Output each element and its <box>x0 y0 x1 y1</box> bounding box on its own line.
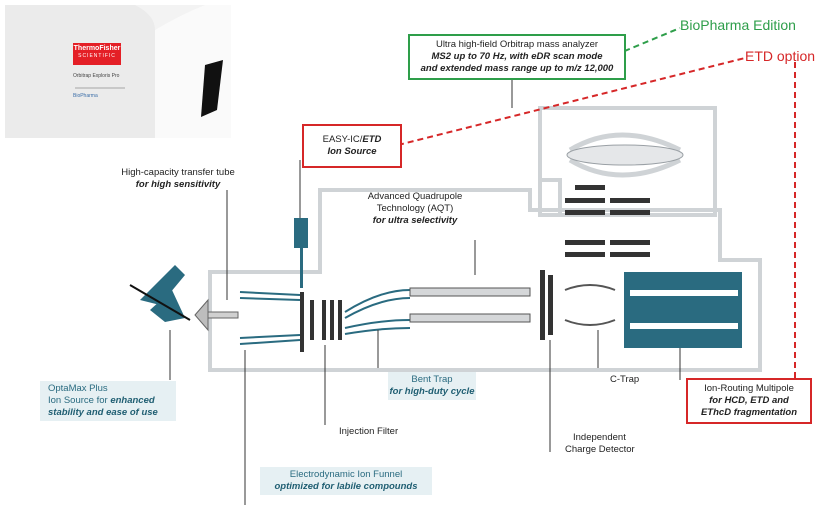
ion-routing-title: Ion-Routing Multipole <box>704 383 794 394</box>
ion-source-callout: EASY-IC/ETD Ion Source <box>302 124 402 168</box>
etd-option-label: ETD option <box>745 48 816 64</box>
ion-funnel-plates <box>300 292 314 352</box>
brand-line2: SCIENTIFIC <box>78 53 116 59</box>
instrument-housing <box>208 106 762 372</box>
optamax-line2: Ion Source for enhanced <box>48 395 176 407</box>
product-line2: BioPharma <box>73 93 98 99</box>
ion-funnel-line2: optimized for labile compounds <box>274 481 418 492</box>
transfer-tube-label: High-capacity transfer tube for high sen… <box>103 167 253 191</box>
instrument-photo: ThermoFisher SCIENTIFIC Orbitrap Explori… <box>5 5 231 138</box>
transfer-tube-line1: High-capacity transfer tube <box>121 167 235 178</box>
bent-trap-line1: Bent Trap <box>411 374 453 385</box>
optamax-line2a: Ion Source for <box>48 395 111 406</box>
easy-ic-source <box>294 218 308 288</box>
ion-funnel-line1: Electrodynamic Ion Funnel <box>289 469 403 480</box>
charge-detector-line2: Charge Detector <box>565 444 635 455</box>
c-trap <box>564 284 616 326</box>
transfer-tube <box>194 298 239 332</box>
orbitrap-callout: Ultra high-field Orbitrap mass analyzer … <box>408 34 626 80</box>
bent-trap-line2: for high-duty cycle <box>389 386 475 397</box>
biopharma-edition-label: BioPharma Edition <box>680 17 796 33</box>
optamax-source <box>129 265 191 322</box>
orbitrap-line2: MS2 up to 70 Hz, with eDR scan mode <box>431 51 603 62</box>
ion-funnel-callout: Electrodynamic Ion Funnel optimized for … <box>260 467 432 495</box>
injection-filter <box>322 300 342 340</box>
charge-detector-line1: Independent <box>573 432 626 443</box>
c-trap-label: C-Trap <box>610 374 640 385</box>
bent-trap-callout: Bent Trap for high-duty cycle <box>388 372 476 400</box>
ion-routing-line3: EThcD fragmentation <box>700 407 798 418</box>
ion-source-prefix: EASY-IC/ <box>322 134 363 145</box>
aqt-line2: Technology (AQT) <box>376 203 454 214</box>
charge-detector-label: Independent Charge Detector <box>565 432 635 456</box>
aqt-label: Advanced Quadrupole Technology (AQT) for… <box>360 191 470 227</box>
ion-routing-multipole <box>624 272 742 348</box>
ion-funnel <box>239 291 301 345</box>
ion-routing-line2: for HCD, ETD and <box>709 395 789 406</box>
brand-line1: ThermoFisher <box>73 45 121 52</box>
ion-source-line1: EASY-IC/ETD <box>304 134 400 146</box>
orbitrap-line3: and extended mass range up to m/z 12,000 <box>420 63 614 74</box>
injection-filter-label: Injection Filter <box>339 426 399 437</box>
bent-trap <box>344 289 411 335</box>
orbitrap-title: Ultra high-field Orbitrap mass analyzer <box>435 39 599 50</box>
ion-source-etd: ETD <box>362 134 382 145</box>
optamax-line3: stability and ease of use <box>48 407 158 418</box>
optamax-line2b: enhanced <box>110 395 155 406</box>
quadrupole <box>409 287 531 323</box>
optamax-callout: OptaMax Plus Ion Source for enhanced sta… <box>40 381 176 421</box>
leader-lines <box>169 80 681 505</box>
product-line1: Orbitrap Exploris Pro <box>73 73 120 79</box>
transfer-tube-line2: for high sensitivity <box>135 179 221 190</box>
brand-logo: ThermoFisher SCIENTIFIC <box>73 44 121 60</box>
ion-routing-callout: Ion-Routing Multipole for HCD, ETD and E… <box>686 378 812 424</box>
ion-source-line2: Ion Source <box>327 146 377 157</box>
aqt-line3: for ultra selectivity <box>372 215 458 226</box>
orbitrap-analyzer <box>565 132 684 257</box>
charge-detector <box>540 270 553 340</box>
optamax-line1: OptaMax Plus <box>48 383 108 394</box>
aqt-line1: Advanced Quadrupole <box>367 191 463 202</box>
